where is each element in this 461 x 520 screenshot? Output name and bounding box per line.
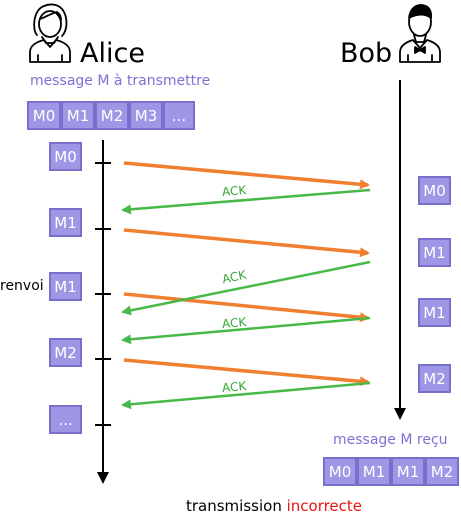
ack-arrow: [121, 381, 371, 410]
bob-message-box: M1: [418, 238, 451, 267]
received-box: M0: [323, 457, 357, 486]
man-icon: [399, 4, 441, 63]
message-arrow: [123, 161, 370, 190]
ack-arrow: [121, 188, 371, 215]
queue-box: M1: [61, 101, 95, 130]
transmission-caption: transmission incorrecte: [186, 497, 362, 515]
alice-name: Alice: [80, 38, 145, 69]
message-arrow: [123, 292, 370, 323]
message-arrow: [123, 228, 370, 258]
ack-label: ACK: [221, 314, 247, 332]
queue-box: ...: [163, 101, 195, 130]
caption-error-word: incorrecte: [286, 497, 363, 515]
resend-label: renvoi: [0, 278, 44, 294]
received-box: M1: [391, 457, 425, 486]
queue-box: M3: [129, 101, 163, 130]
bob-message-box: M2: [418, 364, 451, 393]
bob-message-box: M1: [418, 298, 451, 327]
ack-arrow: [121, 316, 371, 345]
alice-message-box: M2: [49, 338, 82, 367]
queue-box: M0: [27, 101, 61, 130]
received-label: message M reçu: [333, 432, 448, 448]
received-box: M1: [357, 457, 391, 486]
bob-message-box: M0: [418, 176, 451, 205]
bob-name: Bob: [340, 38, 393, 69]
alice-message-box: M0: [49, 142, 82, 171]
woman-icon: [29, 3, 71, 63]
received-box: M2: [425, 457, 459, 486]
alice-message-box: ...: [49, 405, 82, 434]
alice-message-box: M1: [49, 208, 82, 237]
caption-prefix: transmission: [186, 497, 287, 515]
alice-message-box: M1: [49, 272, 82, 301]
message-arrow: [123, 358, 370, 387]
ack-arrow: [121, 260, 371, 316]
queue-box: M2: [95, 101, 129, 130]
to-send-label: message M à transmettre: [30, 73, 211, 89]
ack-label: ACK: [221, 378, 247, 396]
ack-label: ACK: [221, 182, 247, 200]
